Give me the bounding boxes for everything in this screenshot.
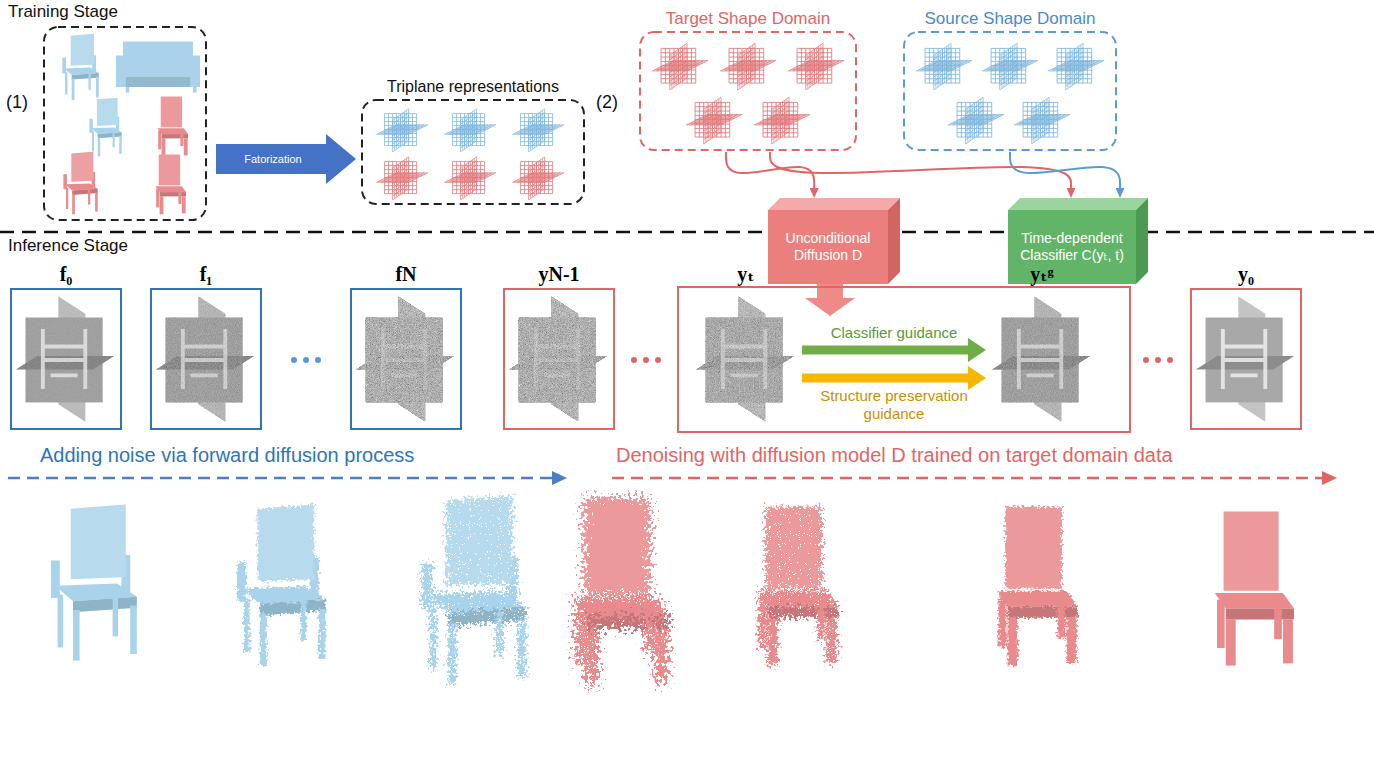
frame-border (350, 288, 462, 430)
frame-title: f₀ (10, 260, 122, 288)
dashed-box (904, 32, 1116, 150)
frame-border (986, 288, 1098, 430)
arrow-head (1322, 471, 1337, 485)
process-arrow (612, 477, 1322, 480)
arrow-label: Fatorization (244, 153, 301, 165)
dashed-region: Source Shape Domain (902, 8, 1118, 152)
model-box: Unconditional Diffusion D (768, 198, 900, 284)
dashed-region: Triplane representations (360, 76, 586, 206)
block-arrow: Fatorization (216, 134, 356, 184)
edge-label: Classifier guidance (831, 324, 958, 342)
frame-panel: yN-1 (503, 260, 615, 430)
frame-title: fN (350, 260, 462, 288)
dashed-box (44, 27, 206, 220)
ellipsis-dots (291, 357, 321, 363)
step-frame (678, 287, 1130, 432)
step-number: (1) (6, 92, 28, 113)
model-name: Unconditional Diffusion D (774, 230, 882, 264)
frame-title: yₜᵍ (986, 260, 1098, 288)
box-top (1008, 198, 1148, 210)
shape-renderings (51, 495, 1294, 684)
frame-panel: f₁ (150, 260, 262, 430)
stage-title: Inference Stage (8, 236, 128, 256)
dashed-box (362, 100, 584, 204)
frame-title: yN-1 (503, 260, 615, 288)
frame-title: f₁ (150, 260, 262, 288)
frame-title: y₀ (1190, 260, 1302, 288)
arrow-body (216, 134, 356, 184)
frame-border (1190, 288, 1302, 430)
frame-border (503, 288, 615, 430)
process-caption: Denoising with diffusion model D trained… (616, 444, 1173, 467)
region-heading: Target Shape Domain (638, 8, 858, 30)
frame-panel: y₀ (1190, 260, 1302, 430)
edge-label: Structure preservation guidance (809, 387, 979, 423)
connector-arrow (770, 152, 1071, 188)
frame-border (150, 288, 262, 430)
frame-panel: yₜ (690, 260, 802, 430)
stage-title: Training Stage (8, 2, 118, 22)
region-heading: Triplane representations (360, 76, 586, 98)
box-front (1008, 210, 1136, 284)
region-heading: Source Shape Domain (902, 8, 1118, 30)
triplane-icons (652, 43, 843, 144)
box-top (768, 198, 900, 210)
connector-arrow (802, 374, 968, 383)
triplane-icons (377, 109, 564, 200)
connector-arrow (1010, 152, 1120, 188)
frame-border (690, 288, 802, 430)
arrow-head (552, 471, 567, 485)
box-front (768, 210, 888, 284)
stage-separator (0, 231, 1374, 234)
frame-panel: fN (350, 260, 462, 430)
process-caption: Adding noise via forward diffusion proce… (40, 444, 414, 467)
frame-panel: yₜᵍ (986, 260, 1098, 430)
dashed-region: Target Shape Domain (638, 8, 858, 152)
triplane-frames (16, 296, 1294, 421)
model-name: Time-dependent Classifier C(yₜ, t) (1014, 230, 1130, 264)
frame-border (10, 288, 122, 430)
triplane-icons (916, 43, 1103, 144)
frame-title: yₜ (690, 260, 802, 288)
dashed-box (640, 32, 856, 150)
box-side (888, 198, 900, 284)
frame-panel: f₀ (10, 260, 122, 430)
model-box: Time-dependent Classifier C(yₜ, t) (1008, 198, 1148, 284)
ellipsis-dots (631, 357, 1173, 363)
process-arrow (8, 477, 552, 480)
step-number: (2) (596, 92, 618, 113)
connector-arrow (802, 346, 968, 355)
box-side (1136, 198, 1148, 284)
chair-illustrations (62, 34, 200, 214)
